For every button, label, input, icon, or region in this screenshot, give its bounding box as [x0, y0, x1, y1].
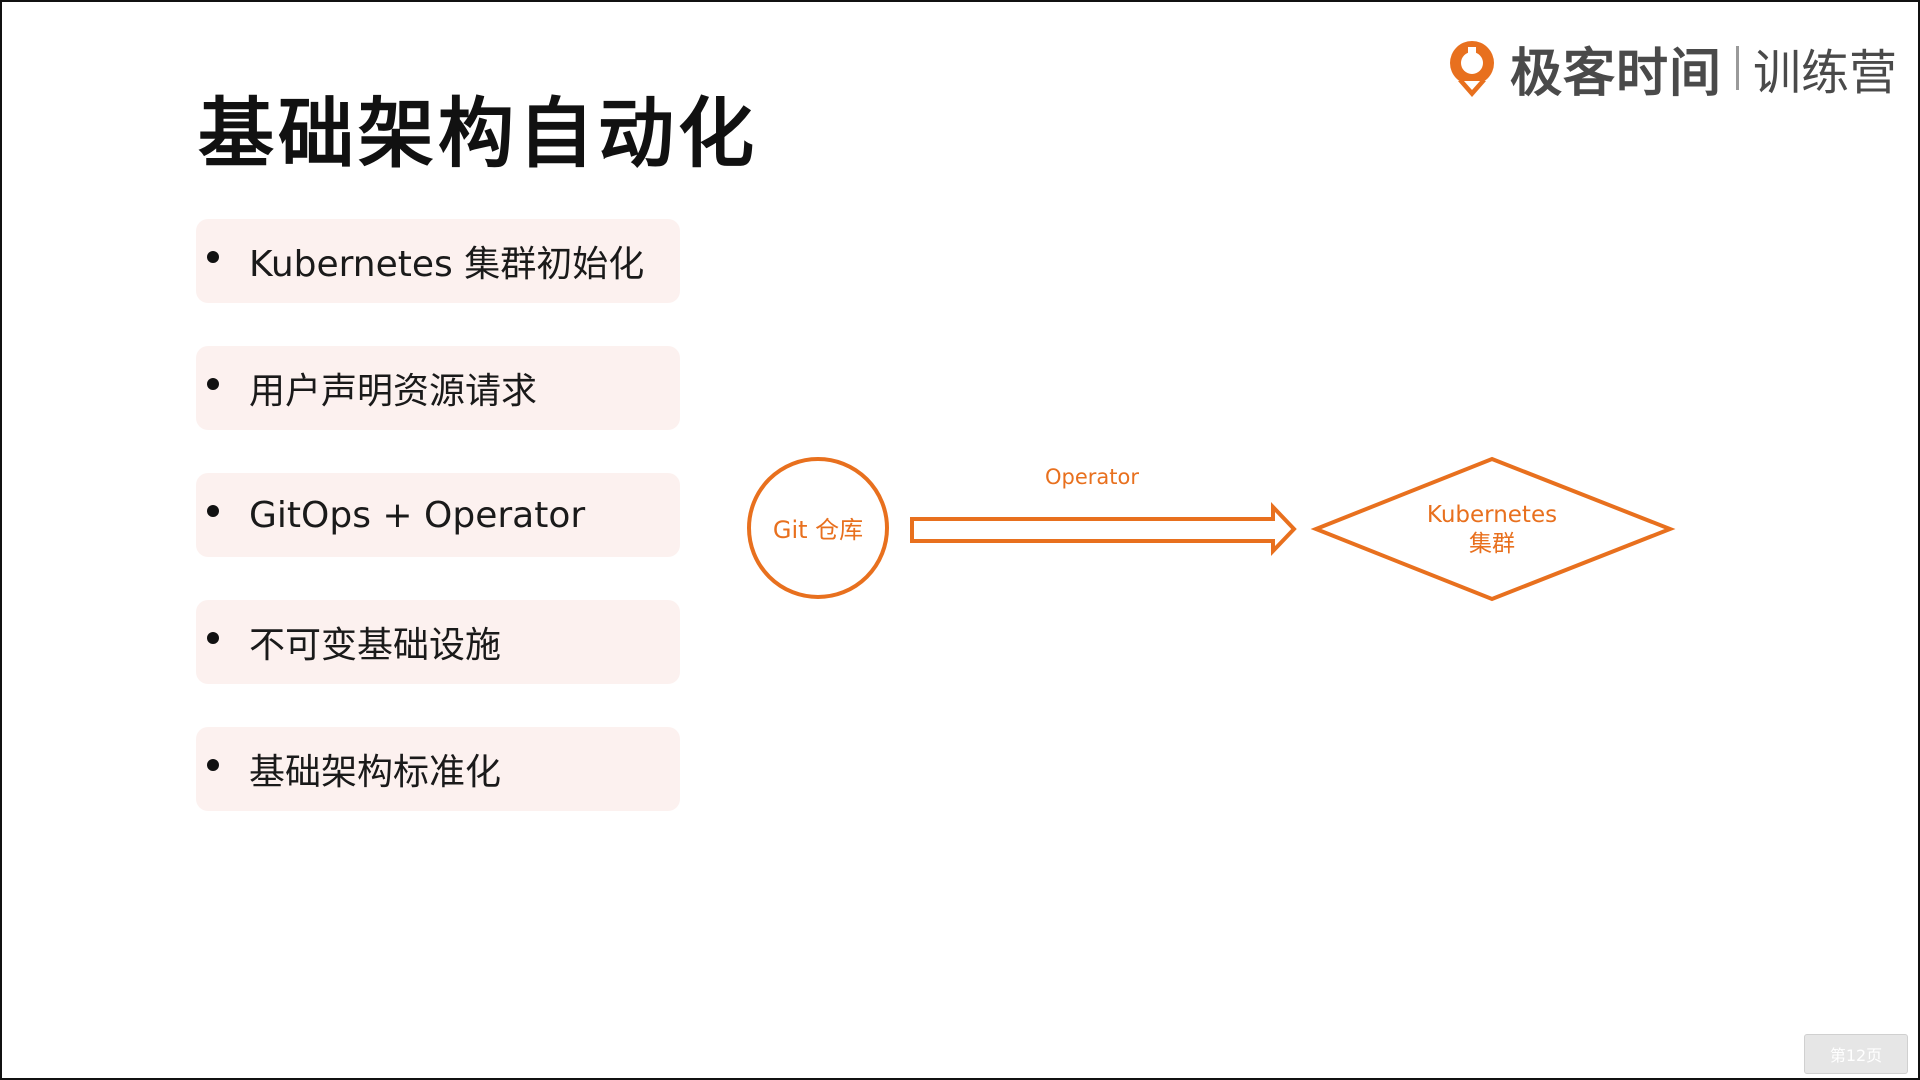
git-repo-label: Git 仓库 [773, 516, 863, 544]
bullet-item: GitOps + Operator [196, 473, 680, 557]
brand-logo: 极客时间 训练营 [1444, 36, 1898, 104]
bullet-item: Kubernetes 集群初始化 [196, 219, 680, 303]
operator-label: Operator [1045, 465, 1139, 489]
bullet-dot-icon [207, 505, 219, 517]
operator-arrow [910, 502, 1297, 556]
bullet-text: GitOps + Operator [249, 494, 586, 536]
geektime-logo-icon [1450, 41, 1494, 97]
kubernetes-cluster-diamond [1310, 456, 1676, 602]
kubernetes-cluster-label: Kubernetes [1427, 502, 1557, 528]
bullet-text: Kubernetes 集群初始化 [249, 244, 645, 285]
page-indicator[interactable]: 第12页 [1804, 1034, 1908, 1074]
bullet-item: 不可变基础设施 [196, 600, 680, 684]
bullet-list: Kubernetes 集群初始化 用户声明资源请求 GitOps + Opera… [196, 219, 680, 854]
brand-name: 极客时间 [1510, 43, 1723, 104]
bullet-item: 基础架构标准化 [196, 727, 680, 811]
git-repo-circle [747, 457, 889, 599]
bullet-dot-icon [207, 759, 219, 771]
kubernetes-cluster-sublabel: 集群 [1469, 531, 1515, 557]
bullet-text: 基础架构标准化 [249, 752, 502, 793]
bullet-item: 用户声明资源请求 [196, 346, 680, 430]
brand-sub: 训练营 [1753, 45, 1898, 101]
brand-divider [1736, 46, 1740, 90]
slide-title: 基础架构自动化 [198, 89, 758, 178]
bullet-dot-icon [207, 632, 219, 644]
bullet-dot-icon [207, 251, 219, 263]
bullet-dot-icon [207, 378, 219, 390]
bullet-text: 用户声明资源请求 [249, 371, 538, 412]
bullet-text: 不可变基础设施 [249, 625, 502, 666]
